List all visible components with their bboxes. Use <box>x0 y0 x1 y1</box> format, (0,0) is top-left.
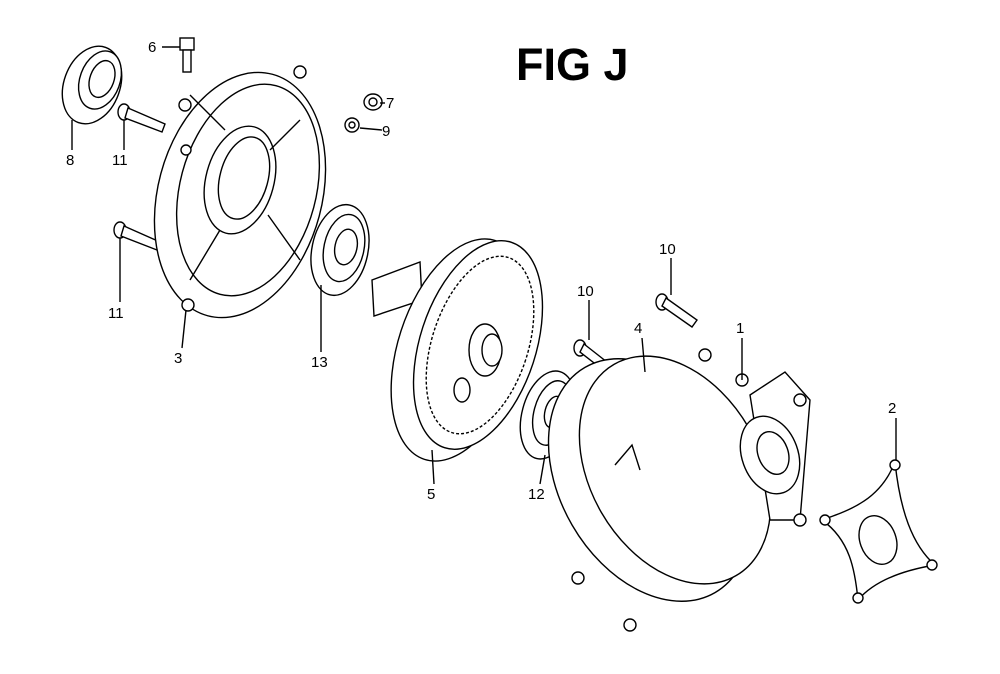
leader-lines <box>71 46 897 485</box>
callout-3: 3 <box>174 350 183 367</box>
callout-9: 9 <box>382 123 391 140</box>
callout-13: 13 <box>311 354 328 371</box>
callout-10-right: 10 <box>659 241 676 258</box>
callout-2: 2 <box>888 400 897 417</box>
callout-1: 1 <box>736 320 745 337</box>
oil-seal-part <box>61 45 123 125</box>
callout-8: 8 <box>66 152 75 169</box>
case-1-part <box>547 348 811 632</box>
bolt-10-right-part <box>655 293 698 328</box>
bolt-11-lower-part <box>113 221 161 251</box>
callout-11-lower: 11 <box>108 305 124 322</box>
callout-6: 6 <box>148 39 157 56</box>
plate-2-part <box>819 459 938 604</box>
internal-gear-5-part <box>371 238 544 462</box>
callout-10-left: 10 <box>577 283 594 300</box>
cover-3-part <box>153 65 327 319</box>
bolt-6-part <box>179 37 195 73</box>
callout-7: 7 <box>386 95 395 112</box>
washer-part <box>344 117 360 133</box>
callout-4: 4 <box>634 320 643 337</box>
bearing-13-part <box>310 203 370 297</box>
callout-5: 5 <box>427 486 436 503</box>
callout-11-upper: 11 <box>112 152 128 169</box>
callout-12: 12 <box>528 486 545 503</box>
bolt-11-upper-part <box>117 103 166 133</box>
nut-part <box>363 93 383 111</box>
figure-title: FIG J <box>516 39 629 90</box>
